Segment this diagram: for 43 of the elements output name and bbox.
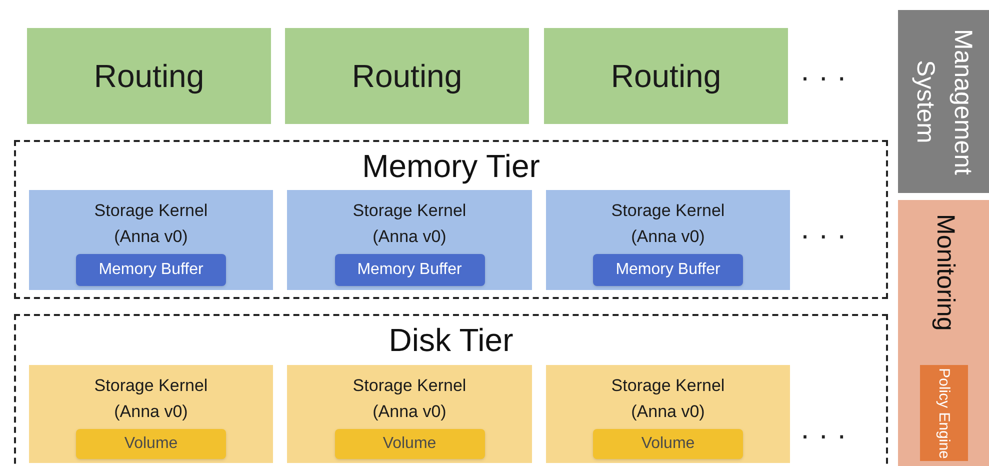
memory-buffer-box — [593, 254, 743, 286]
memory-buffer-box — [76, 254, 226, 286]
node-label: Volume — [124, 434, 178, 454]
monitoring-panel — [898, 200, 989, 466]
routing-box — [285, 28, 529, 124]
node-label: Storage Kernel (Anna v0) — [610, 375, 726, 423]
storage-kernel-box — [287, 190, 532, 290]
volume-box — [76, 429, 226, 459]
tier-group — [14, 140, 888, 299]
node-label: Routing — [94, 57, 204, 96]
storage-kernel-box — [546, 190, 790, 290]
node-label: Storage Kernel (Anna v0) — [352, 200, 468, 248]
management-panel — [898, 10, 989, 193]
node-label: Storage Kernel (Anna v0) — [93, 200, 209, 248]
node-label: Storage Kernel (Anna v0) — [610, 200, 726, 248]
ellipsis: · · · — [800, 418, 847, 454]
storage-kernel-box — [29, 190, 273, 290]
storage-kernel-box — [546, 365, 790, 463]
ellipsis: · · · — [800, 218, 847, 254]
node-label: Management System — [910, 28, 978, 177]
node-label: Routing — [610, 57, 722, 96]
node-label: Routing — [352, 57, 462, 96]
memory-buffer-box — [334, 254, 484, 286]
policy-engine-box — [920, 365, 968, 461]
node-label: Storage Kernel (Anna v0) — [93, 375, 209, 423]
routing-box — [27, 28, 271, 124]
node-label: Memory Buffer — [357, 260, 462, 280]
node-label: Volume — [382, 434, 436, 454]
tier-group — [14, 314, 888, 466]
node-label: Monitoring — [930, 214, 960, 331]
volume-box — [334, 429, 484, 459]
volume-box — [593, 429, 743, 459]
ellipsis: · · · — [800, 60, 847, 96]
tier-title: Disk Tier — [388, 321, 514, 360]
node-label: Policy Engine — [936, 368, 952, 458]
routing-box — [544, 28, 788, 124]
node-label: Memory Buffer — [98, 260, 204, 280]
node-label: Memory Buffer — [616, 260, 720, 280]
storage-kernel-box — [287, 365, 532, 463]
node-label: Volume — [641, 434, 695, 454]
tier-title: Memory Tier — [362, 147, 540, 186]
node-label: Storage Kernel (Anna v0) — [352, 375, 468, 423]
storage-kernel-box — [29, 365, 273, 463]
